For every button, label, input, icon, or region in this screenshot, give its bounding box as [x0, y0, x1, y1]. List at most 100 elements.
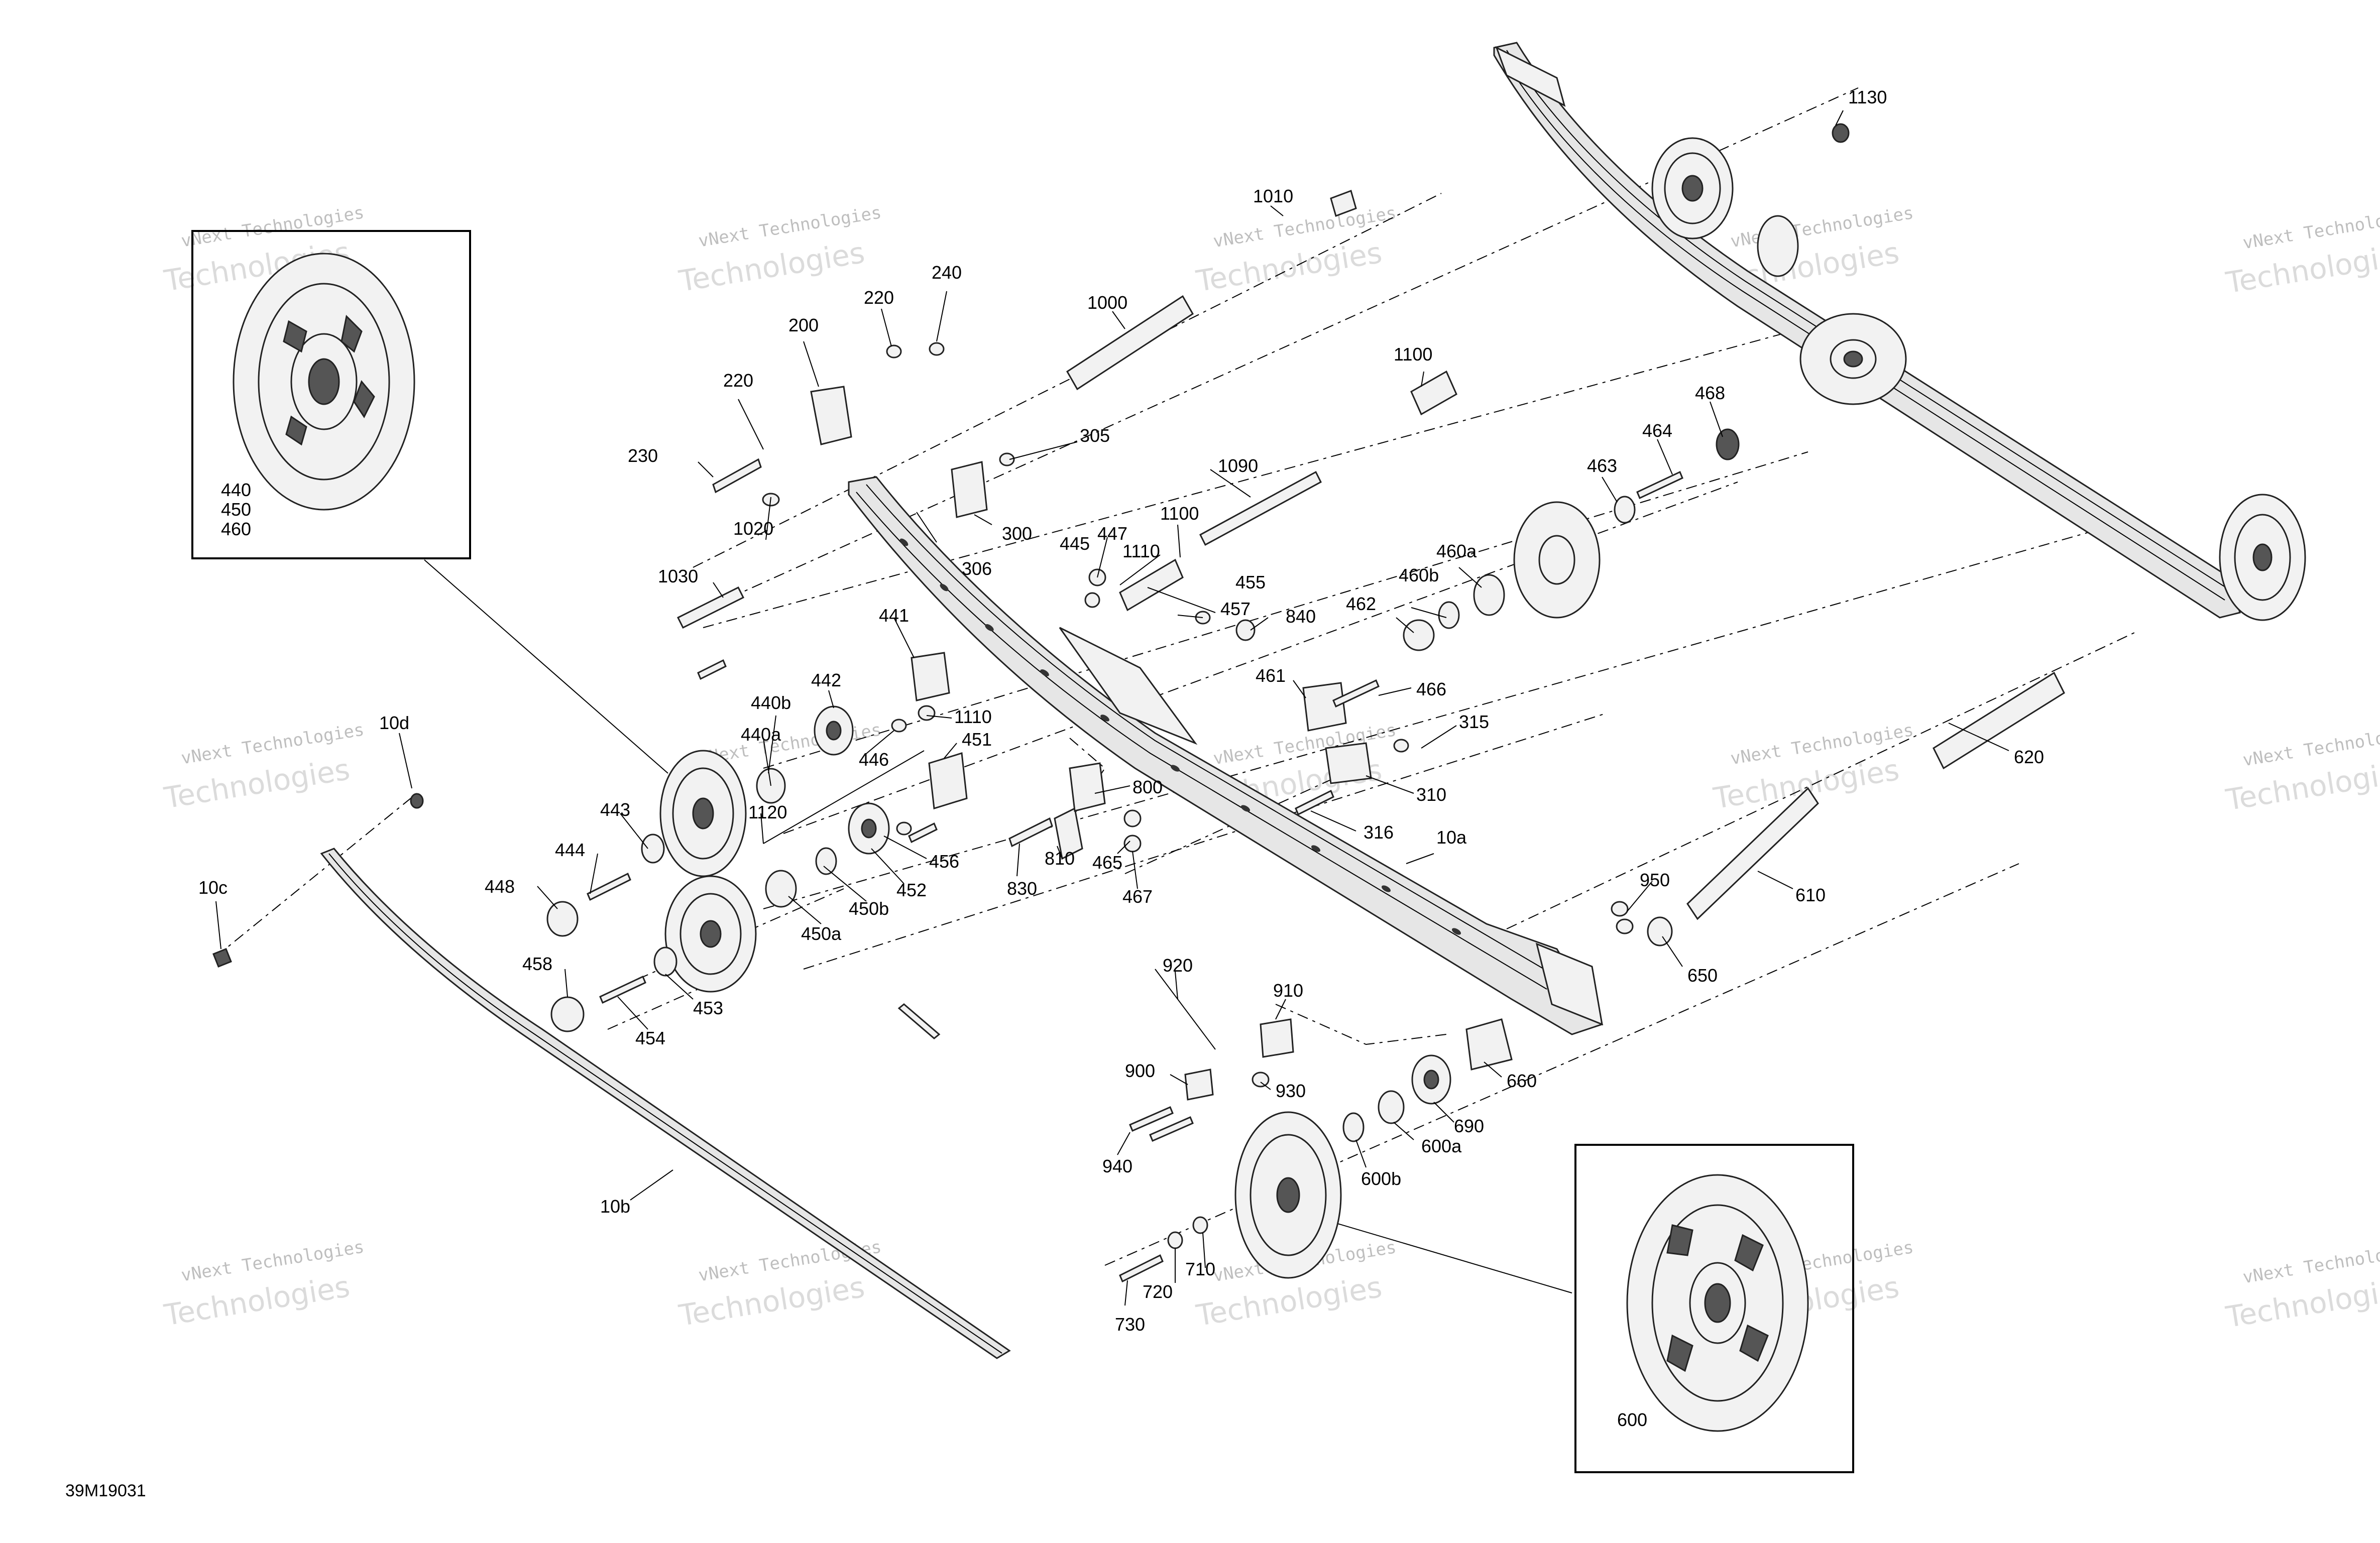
- callout-445: 445: [1060, 533, 1090, 554]
- callout-660: 660: [1507, 1071, 1537, 1091]
- callout-240: 240: [932, 262, 962, 283]
- callout-453: 453: [693, 998, 723, 1018]
- callout-444: 444: [555, 840, 585, 860]
- right-rail-wheel-end: [2219, 494, 2306, 621]
- callout-1090: 1090: [1218, 455, 1258, 476]
- callout-456: 456: [929, 851, 959, 872]
- callout-610: 610: [1795, 885, 1826, 905]
- callout-452: 452: [896, 880, 927, 900]
- callout-1110: 1110: [1122, 541, 1160, 561]
- callout-457: 457: [1220, 599, 1251, 619]
- callout-230: 230: [628, 445, 658, 466]
- rail-assembly-right: [1493, 42, 2306, 621]
- callout-690: 690: [1454, 1116, 1484, 1136]
- callout-leaders: [215, 110, 2009, 1306]
- callout-10c: 10c: [198, 877, 228, 898]
- callout-306: 306: [962, 558, 992, 579]
- callout-1100: 1100: [1394, 344, 1432, 365]
- callout-448: 448: [485, 876, 515, 897]
- shafts: [763, 190, 2065, 1050]
- callout-316: 316: [1364, 822, 1394, 843]
- callout-1010: 1010: [1253, 186, 1293, 206]
- small-parts: [212, 123, 1850, 1283]
- rail-10a: [848, 476, 1604, 1035]
- callout-1110: 1110: [954, 706, 992, 727]
- callout-1100: 1100: [1160, 503, 1199, 524]
- callout-460: 460: [221, 519, 251, 539]
- callout-461: 461: [1256, 665, 1286, 686]
- callout-840: 840: [1286, 606, 1316, 627]
- diagram-code: 39M19031: [65, 1481, 146, 1500]
- callout-310: 310: [1416, 784, 1446, 805]
- callout-451: 451: [962, 729, 992, 750]
- callout-920: 920: [1163, 955, 1193, 976]
- callout-600a: 600a: [1421, 1136, 1462, 1156]
- callout-600: 600: [1617, 1409, 1647, 1430]
- callout-600b: 600b: [1361, 1168, 1401, 1189]
- callout-450b: 450b: [849, 898, 889, 919]
- wheel-460-assembly: [1513, 501, 1601, 619]
- callout-930: 930: [1276, 1081, 1306, 1101]
- callout-620: 620: [2014, 747, 2044, 767]
- callout-1030: 1030: [658, 566, 698, 586]
- callout-463: 463: [1587, 455, 1617, 476]
- callout-1000: 1000: [1087, 292, 1127, 313]
- callout-447: 447: [1097, 523, 1127, 544]
- callout-441: 441: [879, 605, 909, 626]
- callout-460a: 460a: [1436, 541, 1477, 561]
- slide-10b: [320, 848, 1011, 1359]
- callout-710: 710: [1185, 1259, 1215, 1279]
- inset-wheel-440: [191, 230, 471, 559]
- callout-810: 810: [1045, 848, 1075, 869]
- callout-305: 305: [1080, 425, 1110, 446]
- callout-468: 468: [1695, 383, 1725, 403]
- inset-600-leader: [1325, 1220, 1572, 1293]
- callout-830: 830: [1007, 878, 1037, 899]
- callout-454: 454: [635, 1028, 665, 1048]
- callout-730: 730: [1115, 1314, 1145, 1335]
- callout-10a: 10a: [1436, 827, 1467, 848]
- callout-220: 220: [864, 287, 894, 308]
- callout-10b: 10b: [600, 1196, 630, 1217]
- callout-446: 446: [859, 749, 889, 770]
- callout-440b: 440b: [751, 692, 791, 713]
- callout-455: 455: [1235, 572, 1266, 592]
- callout-720: 720: [1143, 1281, 1173, 1302]
- callout-950: 950: [1640, 870, 1670, 890]
- callout-458: 458: [522, 954, 552, 974]
- callout-1020: 1020: [733, 518, 773, 539]
- wheel-600-assembly: [1234, 1111, 1342, 1279]
- wheel-450-assembly: [664, 875, 757, 993]
- callout-650: 650: [1687, 965, 1718, 986]
- callout-467: 467: [1122, 886, 1153, 907]
- inset-440-leader: [424, 559, 668, 774]
- callout-443: 443: [600, 799, 630, 820]
- callout-200: 200: [788, 315, 819, 335]
- callout-800: 800: [1132, 777, 1163, 797]
- callout-1130: 1130: [1848, 87, 1887, 107]
- callout-440a: 440a: [741, 724, 781, 745]
- callout-1120: 1120: [748, 802, 787, 822]
- callout-440: 440: [221, 480, 251, 500]
- callout-462: 462: [1346, 594, 1376, 614]
- callout-450: 450: [221, 499, 251, 520]
- callout-900: 900: [1125, 1060, 1155, 1081]
- callout-300: 300: [1002, 523, 1032, 544]
- callout-460b: 460b: [1399, 565, 1439, 585]
- callout-466: 466: [1416, 679, 1446, 699]
- callout-940: 940: [1102, 1156, 1132, 1176]
- right-rail-wheel-center: [1799, 313, 1907, 405]
- callout-labels: 1130 1010 240 220 200 1000 220 230 305 1…: [198, 87, 2044, 1430]
- callout-220: 220: [723, 370, 753, 391]
- callout-450a: 450a: [801, 923, 842, 944]
- inset-wheel-600: [1574, 1144, 1854, 1473]
- callout-442: 442: [811, 670, 841, 690]
- callout-464: 464: [1642, 420, 1672, 441]
- callout-10d: 10d: [379, 713, 409, 733]
- right-rail-wheel-top: [1651, 137, 1734, 240]
- callout-315: 315: [1459, 711, 1489, 732]
- callout-910: 910: [1273, 980, 1303, 1001]
- callout-465: 465: [1092, 852, 1122, 873]
- wheel-440-assembly: [659, 750, 747, 877]
